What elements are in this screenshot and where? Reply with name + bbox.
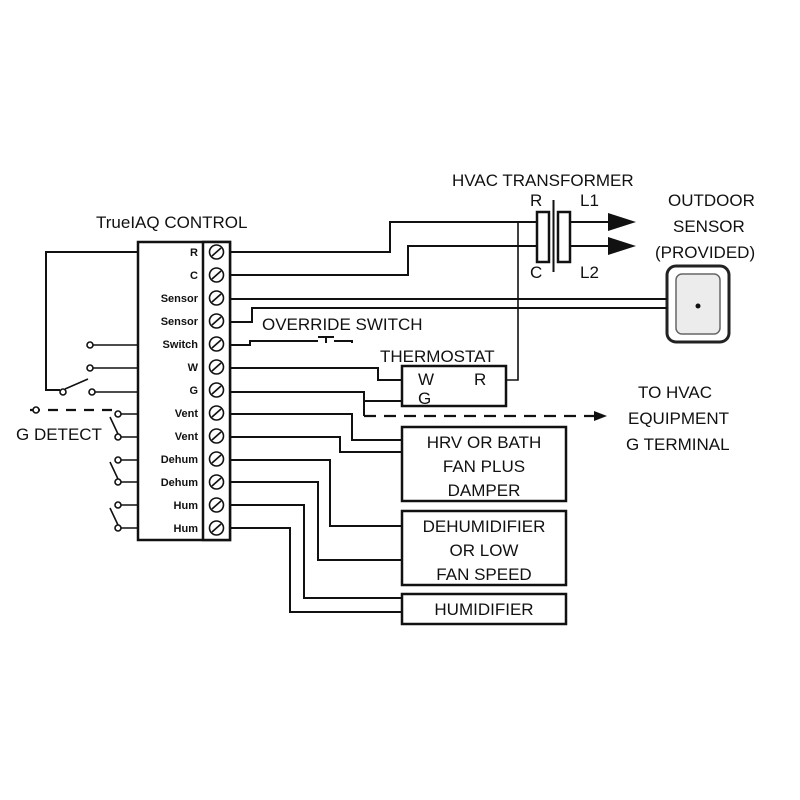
- wire-hum-1: [230, 504, 402, 599]
- wire-hum-2: [230, 527, 402, 613]
- terminal-screw-slot: [211, 339, 222, 349]
- wire-r: [230, 221, 537, 253]
- wire-switch-return: [334, 340, 353, 343]
- terminal-screw-slot: [211, 385, 222, 395]
- terminal-label: Sensor: [161, 316, 199, 328]
- terminal-label: G: [189, 385, 198, 397]
- thermostat-w-label: W: [418, 370, 434, 389]
- wire-g: [230, 391, 402, 402]
- terminal-screw-slot: [211, 270, 222, 280]
- hvac-g-arrow: [594, 411, 607, 421]
- sensor-label-line3: (PROVIDED): [655, 243, 755, 262]
- l1-arrow: [608, 213, 636, 231]
- relay-contacts-icon: [32, 341, 122, 532]
- terminal-group: RCSensorSensorSwitchWGVentVentDehumDehum…: [161, 244, 225, 536]
- terminal-label: Vent: [175, 431, 199, 443]
- wire-sensor-2: [230, 307, 667, 323]
- wire-dehum-2: [230, 481, 402, 561]
- hrv-box-line3: DAMPER: [448, 481, 521, 500]
- thermostat-box: [400, 364, 508, 408]
- thermostat-r-label: R: [474, 370, 486, 389]
- wire-dehum-1: [230, 459, 402, 527]
- terminal-screw-slot: [211, 477, 222, 487]
- control-title: TrueIAQ CONTROL: [96, 213, 247, 232]
- transformer-c-label: C: [530, 263, 542, 282]
- terminal-label: R: [190, 247, 198, 259]
- dehum-box-line2: OR LOW: [450, 541, 519, 560]
- humidifier-box: [400, 592, 568, 626]
- terminal-label: Dehum: [161, 454, 199, 466]
- hrv-box-line2: FAN PLUS: [443, 457, 525, 476]
- wire-vent-2: [230, 436, 402, 453]
- sensor-label-line1: OUTDOOR: [668, 191, 755, 210]
- terminal-label: W: [188, 362, 199, 374]
- thermostat-g-label: G: [418, 389, 431, 408]
- sensor-label-line2: SENSOR: [673, 217, 745, 236]
- transformer-r-label: R: [530, 191, 542, 210]
- terminal-label: Switch: [163, 339, 199, 351]
- terminal-screw-slot: [211, 408, 222, 418]
- transformer-primary-coil: [535, 210, 551, 264]
- wire-left-dehum: [118, 459, 138, 483]
- hvac-equipment-line3: G TERMINAL: [626, 435, 730, 454]
- terminal-screw-slot: [211, 316, 222, 326]
- wire-thermostat-r: [506, 222, 519, 381]
- hrv-box: [400, 425, 568, 503]
- wire-switch: [230, 340, 318, 346]
- terminal-screw-slot: [211, 362, 222, 372]
- terminal-label: Dehum: [161, 477, 199, 489]
- humidifier-box-line1: HUMIDIFIER: [434, 600, 533, 619]
- dehum-box-line1: DEHUMIDIFIER: [423, 517, 546, 536]
- wire-left-hum: [118, 504, 138, 529]
- terminal-label: Hum: [174, 523, 199, 535]
- outdoor-sensor-icon: [665, 264, 731, 344]
- transformer-l2-label: L2: [580, 263, 599, 282]
- hrv-box-line1: HRV OR BATH: [427, 433, 542, 452]
- thermostat-title: THERMOSTAT: [380, 347, 495, 366]
- override-switch-label: OVERRIDE SWITCH: [262, 315, 423, 334]
- transformer-l1-label: L1: [580, 191, 599, 210]
- terminal-label: C: [190, 270, 198, 282]
- wire-left-vent: [118, 413, 138, 438]
- transformer-secondary-coil: [556, 210, 572, 264]
- terminal-screw-slot: [211, 431, 222, 441]
- terminal-label: Sensor: [161, 293, 199, 305]
- wiring: [45, 221, 667, 613]
- terminal-screw-slot: [211, 247, 222, 257]
- terminal-screw-slot: [211, 293, 222, 303]
- dehum-box-line3: FAN SPEED: [436, 565, 531, 584]
- terminal-label: Vent: [175, 408, 199, 420]
- terminal-label: Hum: [174, 500, 199, 512]
- terminal-screw-slot: [211, 500, 222, 510]
- l2-arrow: [608, 237, 636, 255]
- wire-left-r: [45, 251, 138, 391]
- wire-vent-1: [230, 413, 402, 441]
- transformer-title: HVAC TRANSFORMER: [452, 171, 634, 190]
- hvac-equipment-line1: TO HVAC: [638, 383, 712, 402]
- dehum-box: [400, 509, 568, 587]
- terminal-screw-slot: [211, 454, 222, 464]
- override-switch-icon: [318, 336, 334, 343]
- wire-c: [230, 245, 537, 276]
- g-detect-label: G DETECT: [16, 425, 102, 444]
- hvac-equipment-line2: EQUIPMENT: [628, 409, 729, 428]
- wire-w: [230, 367, 402, 381]
- terminal-screw-slot: [211, 523, 222, 533]
